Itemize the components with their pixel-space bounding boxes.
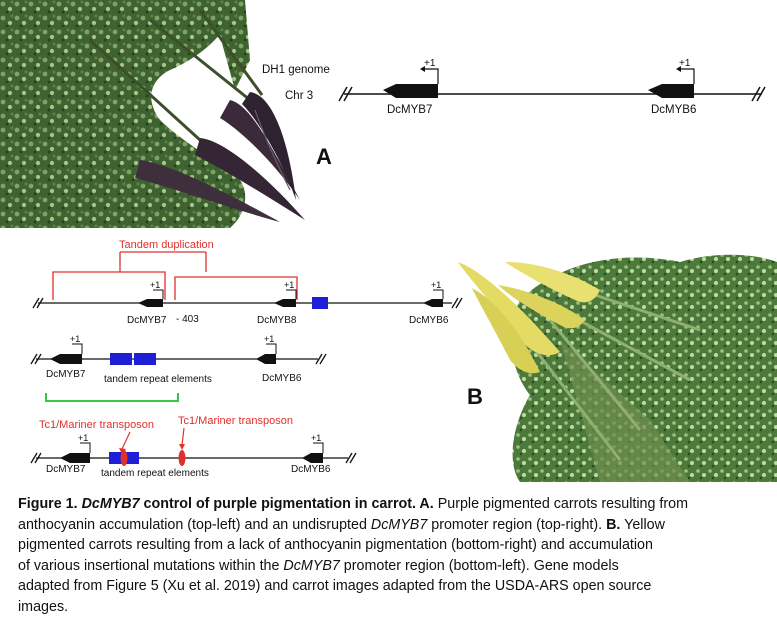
row3-gene-model: Tc1/Mariner transposon Tc1/Mariner trans… — [30, 415, 357, 479]
gene-arrow-dcmyb7 — [383, 84, 438, 98]
row1-gene-label-dcmyb7: DcMYB7 — [127, 315, 167, 326]
caption-title: control of purple pigmentation in carrot… — [139, 496, 416, 512]
row2-gene-arrow-dcmyb6 — [256, 354, 276, 364]
row1-gene-arrow-dcmyb7 — [138, 299, 163, 307]
yellow-root-4 — [498, 285, 585, 329]
row2-repeat-element-1 — [110, 353, 132, 365]
row3-repeat-element-1 — [109, 452, 124, 464]
row2-gene-arrow-dcmyb7 — [50, 354, 82, 364]
caption-gene-3: DcMYB7 — [283, 557, 340, 574]
figure-caption: Figure 1. DcMYB7 control of purple pigme… — [18, 494, 763, 618]
row2-gene-label-dcmyb6: DcMYB6 — [262, 373, 302, 384]
caption-b-letter: B. — [606, 516, 621, 533]
row1-repeat-element — [312, 297, 328, 309]
tss-marker-dcmyb7 — [422, 68, 439, 84]
tandem-duplication-label: Tandem duplication — [119, 239, 214, 251]
row3-gene-arrow-dcmyb6 — [302, 453, 323, 463]
row1-gene-model: +1 DcMYB7 - 403 +1 DcMYB8 +1 DcMYB6 — [32, 280, 463, 326]
caption-line-1-rest: Purple pigmented carrots resulting from — [433, 496, 689, 512]
row2-repeat-label: tandem repeat elements — [104, 374, 212, 385]
purple-root-4 — [135, 160, 280, 222]
panel-a-letter: A — [316, 144, 332, 169]
caption-figure-number: Figure 1. — [18, 496, 82, 512]
row1-gene-label-dcmyb6: DcMYB6 — [409, 315, 449, 326]
chromosome-label: Chr 3 — [285, 90, 313, 102]
yellow-root-2 — [472, 288, 540, 374]
caption-line-5: adapted from Figure 5 (Xu et al. 2019) a… — [18, 578, 652, 595]
row3-gene-label-dcmyb6: DcMYB6 — [291, 464, 331, 475]
row1-gene-arrow-dcmyb6 — [423, 299, 443, 307]
yellow-carrots-image — [458, 254, 777, 482]
row2-gene-label-dcmyb7: DcMYB7 — [46, 369, 86, 380]
row2-tss-label-dcmyb6: +1 — [264, 334, 274, 344]
yellow-root-3 — [505, 262, 600, 303]
row1-tss-label-dcmyb6: +1 — [431, 280, 441, 290]
row1-tss-label-dcmyb8: +1 — [284, 280, 294, 290]
purple-root-1 — [220, 100, 300, 200]
row3-repeat-element-2 — [124, 452, 139, 464]
purple-carrots-image — [0, 0, 305, 228]
yellow-root-1 — [458, 262, 560, 356]
tss-label-dcmyb7: +1 — [424, 58, 436, 69]
row3-gene-arrow-dcmyb7 — [60, 453, 90, 463]
panel-b-gene-models: Tandem duplication +1 DcMYB7 - 403 +1 Dc… — [30, 239, 463, 479]
tandem-duplication-bracket — [52, 251, 298, 300]
row2-gene-model: +1 DcMYB7 tandem repeat elements +1 DcMY… — [30, 334, 327, 402]
caption-gene-2: DcMYB7 — [370, 516, 428, 533]
caption-line-6: images. — [18, 598, 69, 615]
row2-tss-label-dcmyb7: +1 — [70, 334, 80, 344]
genome-label: DH1 genome — [262, 64, 330, 76]
caption-line-3: pigmented carrots resulting from a lack … — [18, 537, 653, 554]
row1-gene-arrow-dcmyb8 — [274, 299, 296, 307]
row3-transposon-2 — [178, 450, 186, 466]
caption-gene-1: DcMYB7 — [81, 496, 140, 512]
row3-transposon-1 — [120, 450, 128, 466]
purple-root-3 — [195, 138, 305, 220]
row1-gene-label-dcmyb8: DcMYB8 — [257, 315, 297, 326]
purple-root-2 — [242, 92, 296, 200]
row3-repeat-label: tandem repeat elements — [101, 468, 209, 479]
tss-label-dcmyb6: +1 — [679, 58, 691, 69]
row3-transposon-label-left: Tc1/Mariner transposon — [39, 419, 154, 431]
panel-a-gene-model: DH1 genome Chr 3 +1 DcMYB7 +1 DcMYB6 — [262, 58, 766, 116]
row3-transposon-pointer-left — [121, 431, 131, 450]
gene-label-dcmyb7: DcMYB7 — [387, 104, 432, 116]
row2-repeat-element-2 — [134, 353, 156, 365]
break-mark-right — [751, 86, 766, 102]
caption-line-2: anthocyanin accumulation (top-left) and … — [18, 516, 665, 533]
panel-b-letter: B — [467, 384, 483, 409]
row1-offset-label: - 403 — [176, 314, 199, 325]
row1-tss-label-dcmyb7: +1 — [150, 280, 160, 290]
row3-gene-label-dcmyb7: DcMYB7 — [46, 464, 86, 475]
row3-transposon-pointer-right — [181, 427, 185, 446]
row3-transposon-label-right: Tc1/Mariner transposon — [178, 415, 293, 427]
caption-line-4: of various insertional mutations within … — [18, 557, 619, 574]
green-bracket — [45, 393, 179, 402]
row3-tss-label-dcmyb7: +1 — [78, 433, 88, 443]
break-mark-left — [338, 86, 353, 102]
figure-1: A DH1 genome Chr 3 +1 DcMYB7 +1 DcMYB6 — [0, 0, 777, 482]
tss-marker-dcmyb6 — [678, 68, 695, 84]
caption-a-letter: A. — [415, 496, 434, 512]
gene-arrow-dcmyb6 — [648, 84, 694, 98]
caption-line-1: Figure 1. DcMYB7 control of purple pigme… — [18, 494, 763, 515]
row3-tss-label-dcmyb6: +1 — [311, 433, 321, 443]
gene-label-dcmyb6: DcMYB6 — [651, 104, 696, 116]
